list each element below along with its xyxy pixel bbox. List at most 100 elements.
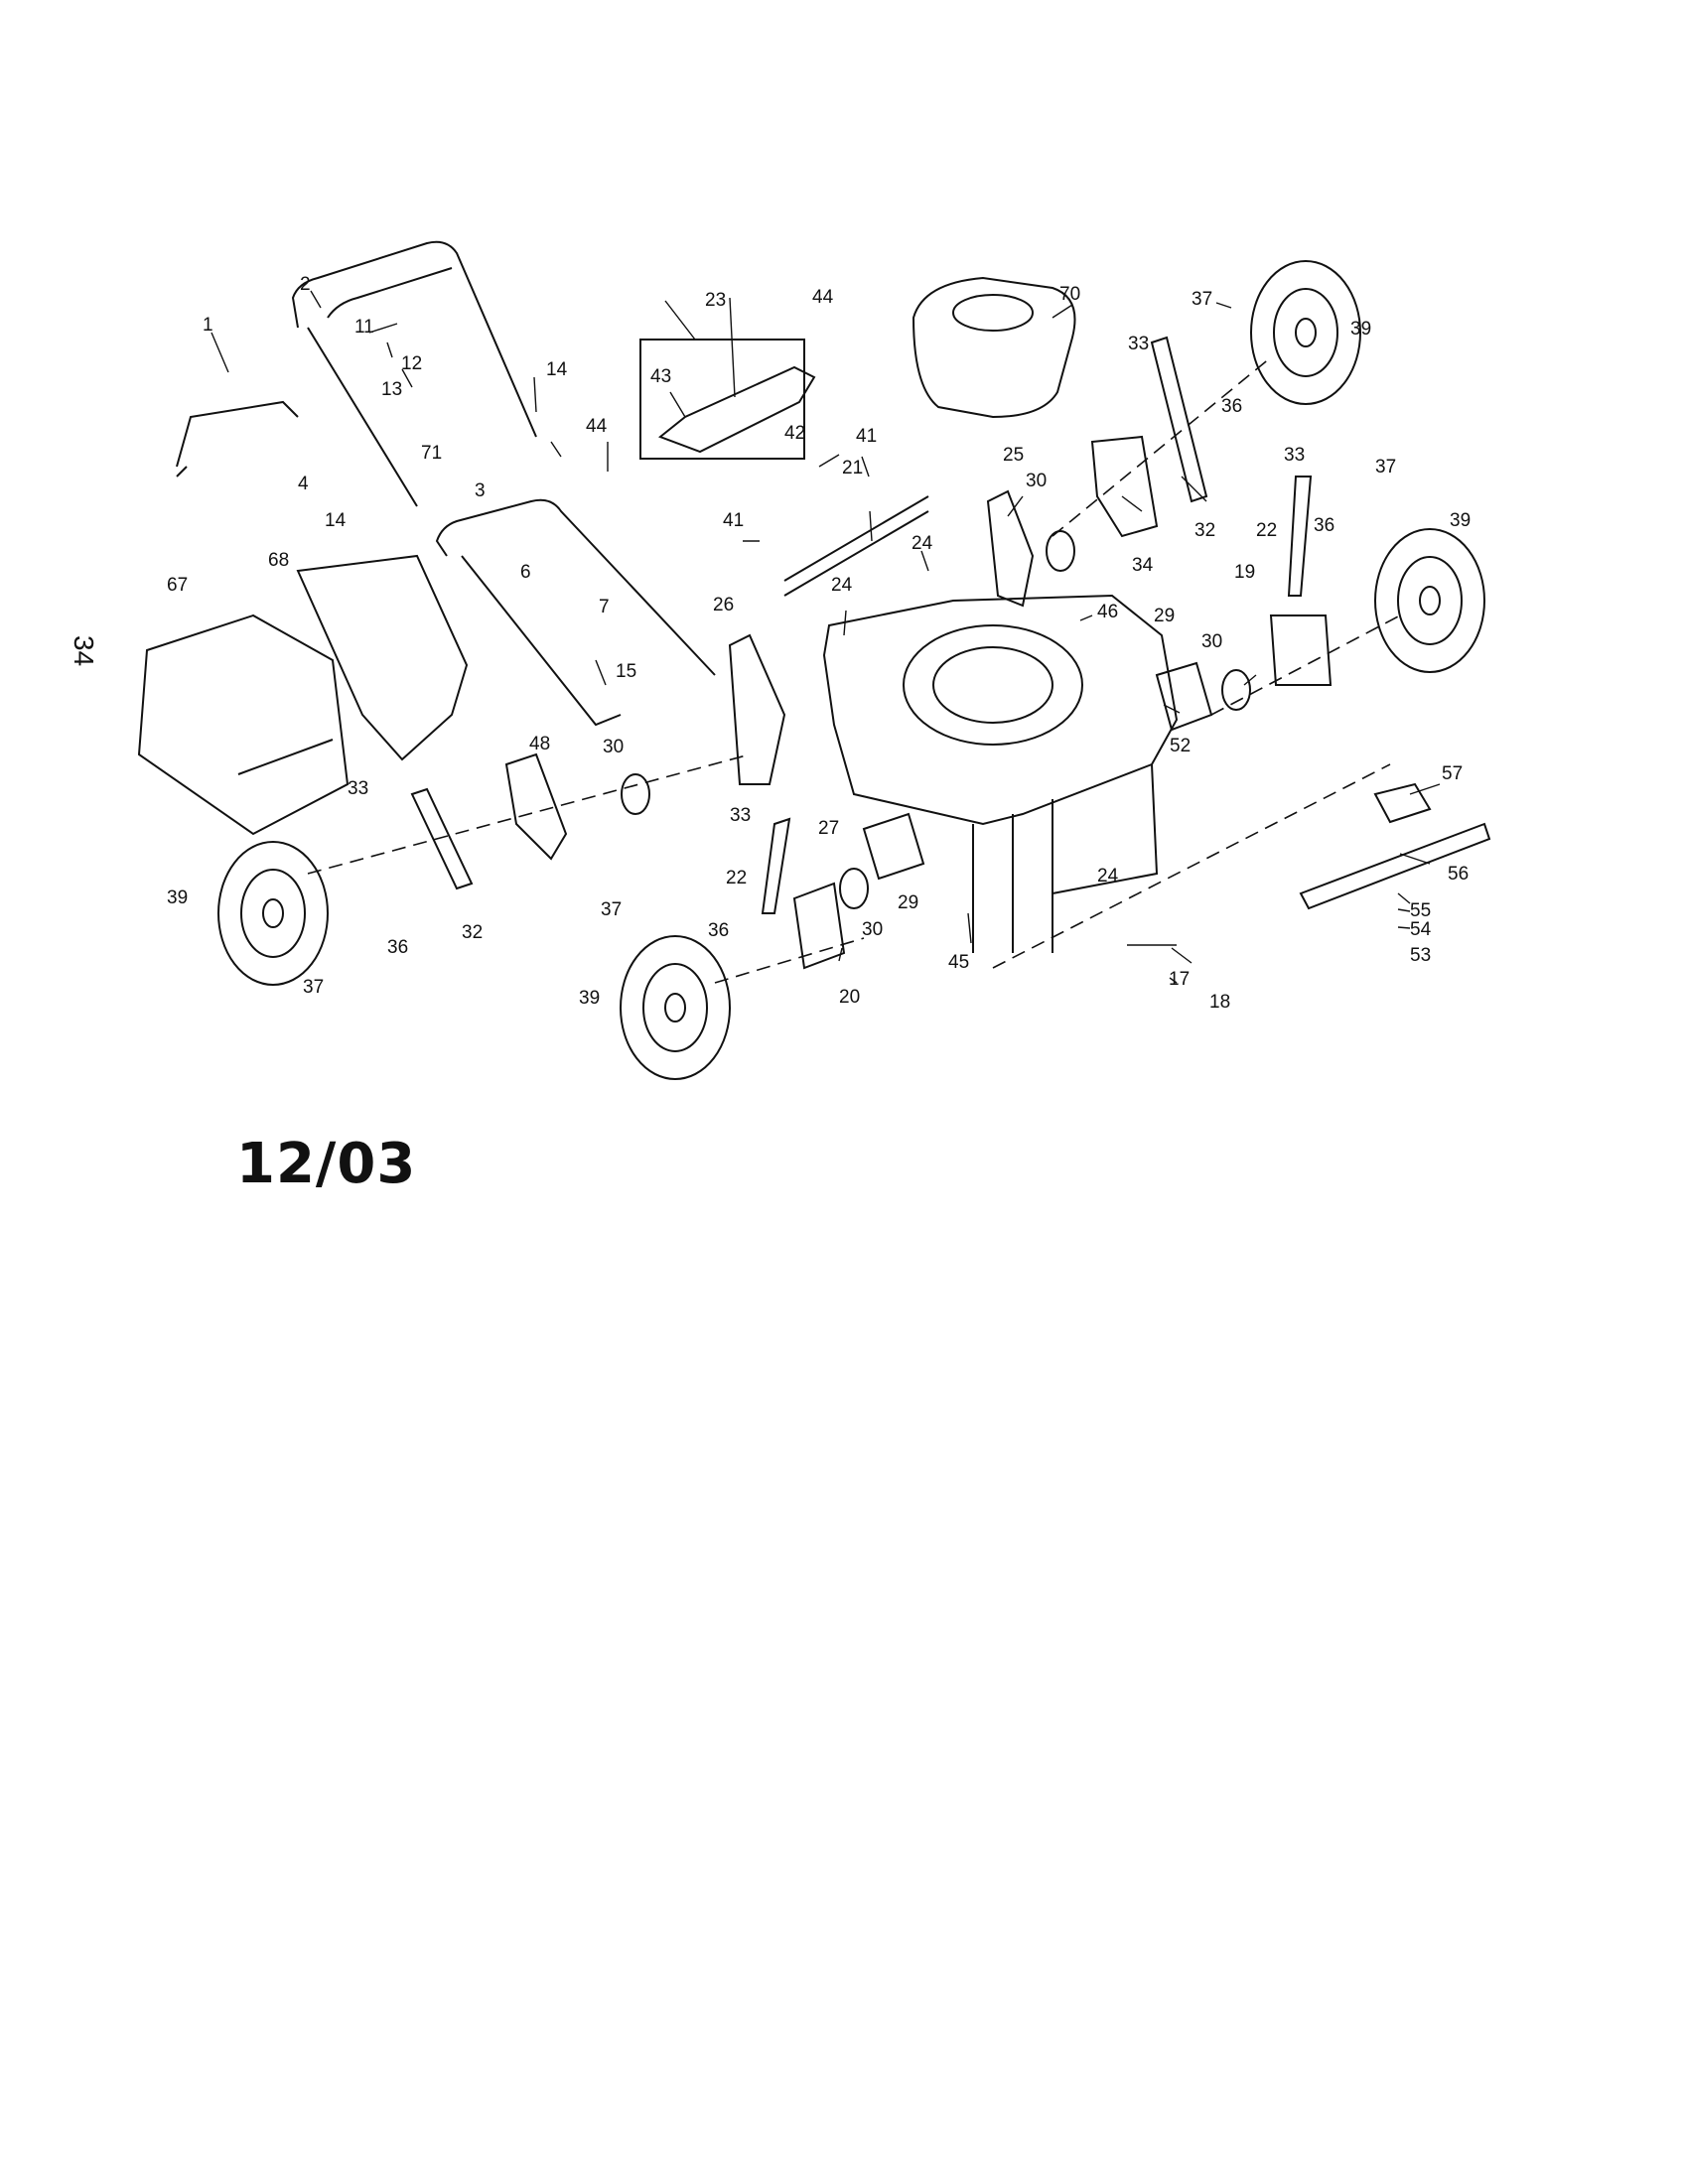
callout-37-top: 37 [1192,289,1212,310]
callout-33-top: 33 [1128,334,1149,354]
height-adjuster-48-part [504,752,568,861]
callout-12: 12 [401,353,422,374]
wheel-37-left-part [217,841,329,986]
engine-part [912,276,1076,419]
callout-24-middle: 24 [831,575,853,596]
lever-33-center-part [761,817,791,914]
bracket-26-part [728,633,786,785]
spacer-30-top-part [1046,530,1075,572]
gear-plate-29-center-part [862,812,925,881]
callout-70: 70 [1059,284,1080,305]
callout-29-right: 29 [1154,606,1175,626]
callout-37-front: 37 [601,899,622,920]
callout-4: 4 [298,474,309,494]
callout-44-top: 44 [812,287,834,308]
deck-opening-part [903,624,1083,746]
engine-shroud-part [952,294,1034,332]
callout-48: 48 [529,734,550,754]
callout-29-center: 29 [898,892,918,913]
callout-22-center: 22 [726,868,747,888]
callout-13: 13 [381,379,402,400]
callout-52: 52 [1170,736,1191,756]
wheel-37-top-part [1250,260,1361,405]
callout-26: 26 [713,595,734,615]
callout-19: 19 [1234,562,1255,583]
axle-line-top [1052,356,1272,537]
callout-68: 68 [268,550,289,571]
callout-3: 3 [475,480,486,501]
callout-14-lower: 14 [325,510,347,531]
callout-27: 27 [818,818,839,839]
callout-7: 7 [599,597,610,617]
callout-1: 1 [203,315,213,336]
callout-43: 43 [650,366,671,387]
callout-21: 21 [842,458,863,478]
wheel-37-right-part [1374,528,1485,673]
plate-19-part [1269,614,1333,686]
gear-plate-29-right-part [1155,661,1213,732]
callout-30-center: 30 [862,919,883,940]
callout-23: 23 [705,290,726,311]
baffle-rod-part [783,495,929,597]
height-adjuster-34-part [1090,435,1159,538]
callout-41-left: 41 [723,510,744,531]
middle-handle-part [435,498,716,727]
deck-skirt-part [972,763,1159,953]
upper-handle-part [291,240,537,507]
callout-36-center: 36 [708,920,729,941]
callout-11: 11 [354,317,374,338]
callout-44-left: 44 [586,416,608,437]
callout-30-right: 30 [1201,631,1222,652]
callout-17: 17 [1169,969,1190,990]
callout-57: 57 [1442,763,1463,784]
spacer-30-right-part [1221,669,1251,711]
callout-32-left: 32 [462,922,483,943]
lower-handle-part [176,400,299,478]
wheel-37-front-part [620,935,731,1080]
axle-line-right [1210,614,1401,716]
callout-39-top: 39 [1350,319,1371,340]
grass-bag-part [137,614,350,836]
leader-lines [210,290,1441,984]
blade-line [992,763,1391,969]
spacer-30-center-part [839,868,869,909]
callout-67: 67 [167,575,188,596]
deck-opening-inner-part [932,646,1053,724]
callout-42: 42 [784,423,805,444]
callout-25: 25 [1003,445,1024,466]
callout-30-left: 30 [603,737,624,757]
callout-55: 55 [1410,900,1431,921]
date-code: 12/03 [236,1132,417,1196]
callout-45: 45 [948,952,969,973]
callout-36-left: 36 [387,937,408,958]
callout-6: 6 [520,562,531,583]
lever-33-top-part [1150,336,1208,503]
callout-39-right: 39 [1450,510,1471,531]
callout-36-top: 36 [1221,396,1242,417]
callout-53: 53 [1410,945,1431,966]
callout-30-top: 30 [1026,471,1047,491]
callout-33-left: 33 [348,778,368,799]
callout-46: 46 [1097,602,1118,622]
callout-32-right: 32 [1194,520,1215,541]
callout-14-upper: 14 [546,359,568,380]
callout-33-center: 33 [730,805,751,826]
callout-20: 20 [839,987,860,1008]
bracket-25-part [986,489,1035,608]
callout-71: 71 [421,443,442,464]
callout-36-right: 36 [1314,515,1334,536]
axle-line-left [307,753,751,875]
callout-39-front: 39 [579,988,600,1009]
callout-24-top: 24 [912,533,933,554]
callout-18: 18 [1209,992,1230,1013]
callout-15: 15 [616,661,636,682]
bag-frame-part [296,554,469,761]
callout-2: 2 [300,274,311,295]
axle-line-front [714,937,865,984]
mulch-plug-box [639,339,805,460]
callout-37-left: 37 [303,977,324,998]
callout-37-right: 37 [1375,457,1396,478]
blade-56-part [1299,822,1491,910]
lever-33-left-part [410,787,474,890]
callout-56: 56 [1448,864,1469,885]
